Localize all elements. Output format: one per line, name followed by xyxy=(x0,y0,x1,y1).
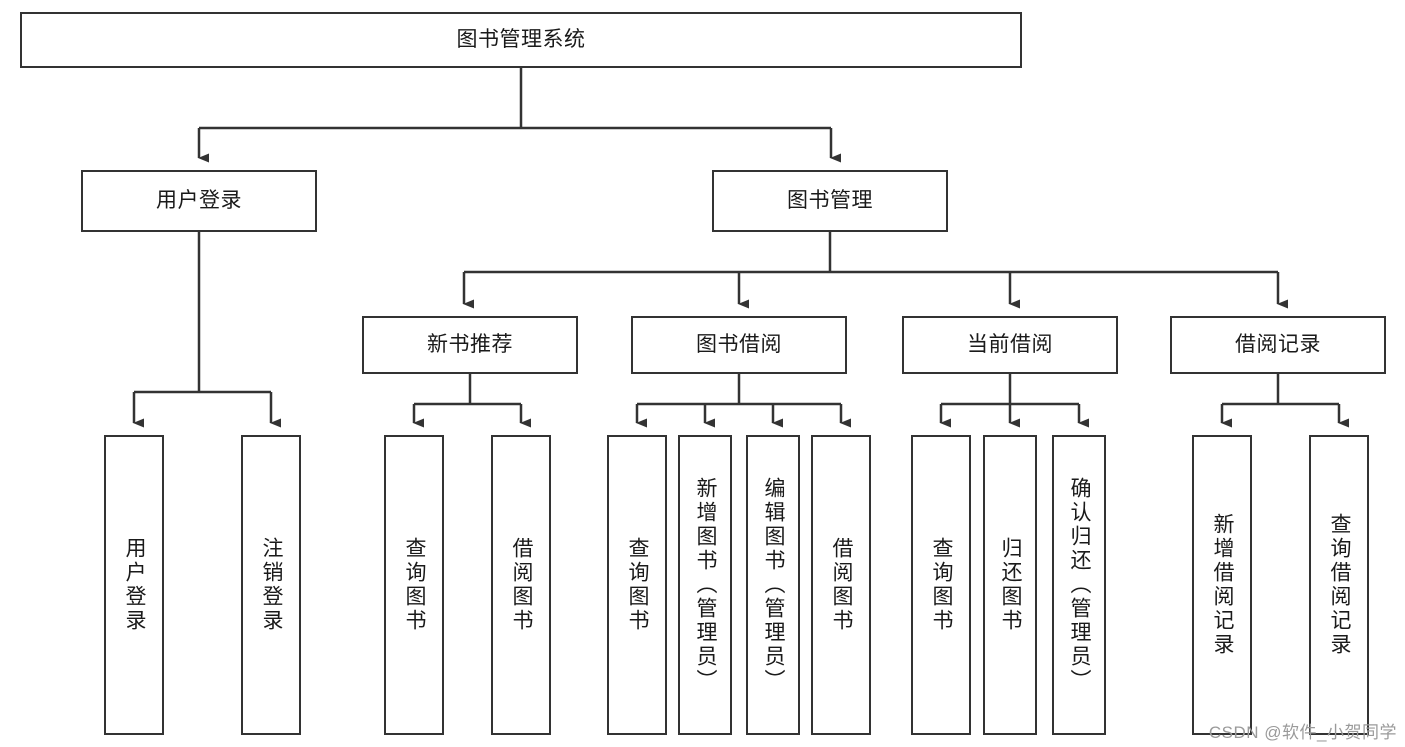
node-label: 当前借阅 xyxy=(967,333,1053,357)
node-label: 借阅记录 xyxy=(1235,333,1321,357)
leaf-label: 借阅图书 xyxy=(830,537,854,633)
node-label: 用户登录 xyxy=(156,189,242,213)
leaf-add-record[interactable]: 新增借阅记录 xyxy=(1192,435,1252,735)
node-current-borrow[interactable]: 当前借阅 xyxy=(902,316,1118,374)
leaf-label: 注销登录 xyxy=(260,537,284,633)
csdn-watermark: CSDN @软件_小贺同学 xyxy=(1208,723,1397,742)
node-book-borrow[interactable]: 图书借阅 xyxy=(631,316,847,374)
leaf-label: 借阅图书 xyxy=(510,537,534,633)
leaf-label: 新增借阅记录 xyxy=(1211,513,1235,657)
node-label: 图书管理 xyxy=(787,189,873,213)
node-user-login[interactable]: 用户登录 xyxy=(81,170,317,232)
leaf-label: 归还图书 xyxy=(999,537,1023,633)
leaf-label: 新增图书（管理员） xyxy=(694,477,718,693)
leaf-query-book-1[interactable]: 查询图书 xyxy=(384,435,444,735)
leaf-borrow-book-2[interactable]: 借阅图书 xyxy=(811,435,871,735)
leaf-label: 查询图书 xyxy=(403,537,427,633)
node-new-book-recommend[interactable]: 新书推荐 xyxy=(362,316,578,374)
leaf-query-book-2[interactable]: 查询图书 xyxy=(607,435,667,735)
node-root-book-management-system[interactable]: 图书管理系统 xyxy=(20,12,1022,68)
leaf-label: 查询图书 xyxy=(626,537,650,633)
leaf-label: 用户登录 xyxy=(123,537,147,633)
leaf-confirm-return[interactable]: 确认归还（管理员） xyxy=(1052,435,1106,735)
leaf-label: 编辑图书（管理员） xyxy=(762,477,786,693)
node-label: 新书推荐 xyxy=(427,333,513,357)
leaf-query-record[interactable]: 查询借阅记录 xyxy=(1309,435,1369,735)
leaf-user-login[interactable]: 用户登录 xyxy=(104,435,164,735)
node-borrow-record[interactable]: 借阅记录 xyxy=(1170,316,1386,374)
leaf-query-book-3[interactable]: 查询图书 xyxy=(911,435,971,735)
leaf-label: 查询借阅记录 xyxy=(1328,513,1352,657)
leaf-edit-book[interactable]: 编辑图书（管理员） xyxy=(746,435,800,735)
node-label: 图书借阅 xyxy=(696,333,782,357)
node-label: 图书管理系统 xyxy=(456,28,586,52)
leaf-return-book[interactable]: 归还图书 xyxy=(983,435,1037,735)
leaf-add-book[interactable]: 新增图书（管理员） xyxy=(678,435,732,735)
leaf-borrow-book-1[interactable]: 借阅图书 xyxy=(491,435,551,735)
node-book-management[interactable]: 图书管理 xyxy=(712,170,948,232)
leaf-label: 确认归还（管理员） xyxy=(1068,477,1092,693)
leaf-label: 查询图书 xyxy=(930,537,954,633)
leaf-logout[interactable]: 注销登录 xyxy=(241,435,301,735)
